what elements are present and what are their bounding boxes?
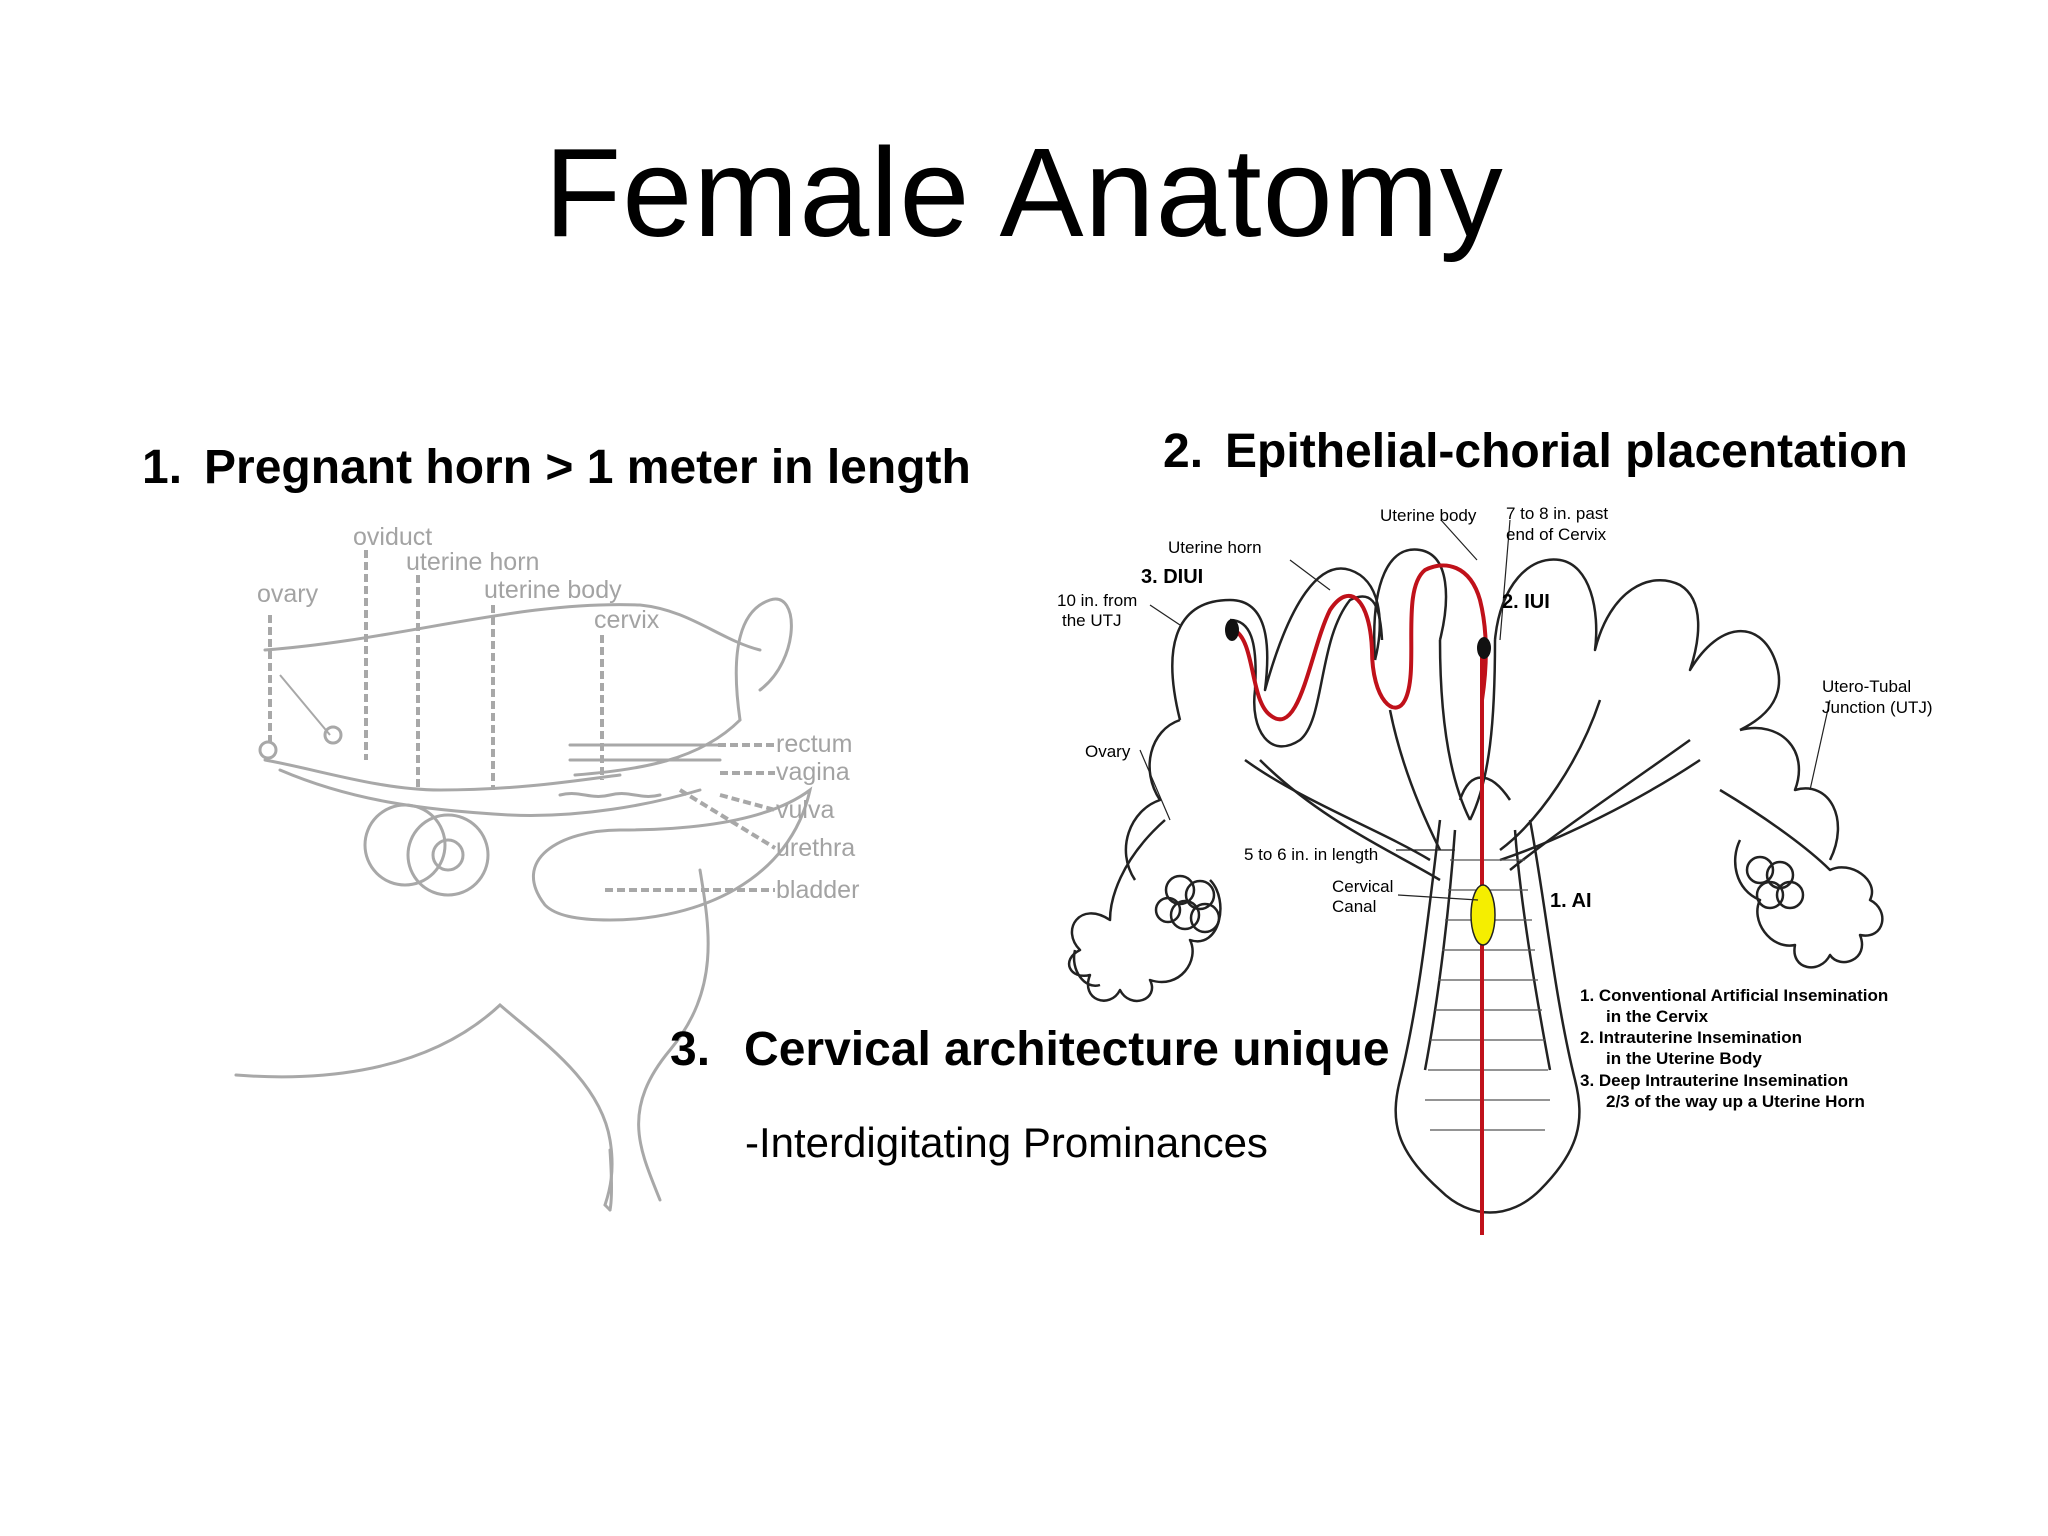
label-diui: 3. DIUI <box>1141 566 1203 588</box>
label-uterine-horn-r: Uterine horn <box>1168 538 1262 557</box>
point-3-text: Cervical architecture unique <box>744 1023 1390 1076</box>
legend-line-2: in the Cervix <box>1606 1007 1709 1026</box>
label-length: 5 to 6 in. in length <box>1244 845 1378 864</box>
label-vulva: vulva <box>776 796 834 824</box>
label-uterine-horn: uterine horn <box>406 548 539 576</box>
cervical-marker <box>1470 884 1496 946</box>
point-1: 1. Pregnant horn > 1 meter in length <box>142 440 971 495</box>
label-uterine-body: uterine body <box>484 576 622 604</box>
label-past-cervix-1: 7 to 8 in. past <box>1506 504 1608 523</box>
label-uterine-body-r: Uterine body <box>1380 506 1477 525</box>
label-canal-1: Cervical <box>1332 877 1393 896</box>
slide-title: Female Anatomy <box>544 122 1504 263</box>
legend-line-1: 1. Conventional Artificial Insemination <box>1580 986 1888 1005</box>
point-1-text: Pregnant horn > 1 meter in length <box>204 441 971 494</box>
label-from-utj-1: 10 in. from <box>1057 591 1137 610</box>
label-oviduct: oviduct <box>353 523 432 551</box>
label-utj-1: Utero-Tubal <box>1822 677 1911 696</box>
label-ovary: ovary <box>257 580 319 608</box>
legend-line-4: in the Uterine Body <box>1606 1049 1762 1068</box>
point-1-number: 1. <box>142 441 183 494</box>
label-ai: 1. AI <box>1550 890 1592 912</box>
point-2: 2. Epithelial-chorial placentation <box>1163 424 1908 479</box>
legend-line-5: 3. Deep Intrauterine Insemination <box>1580 1071 1848 1090</box>
label-vagina: vagina <box>776 758 850 786</box>
label-ovary-r: Ovary <box>1085 742 1131 761</box>
label-cervix: cervix <box>594 606 660 634</box>
label-iui: 2. IUI <box>1502 591 1550 613</box>
point-3: 3. Cervical architecture unique <box>670 1022 1390 1077</box>
label-canal-2: Canal <box>1332 897 1376 916</box>
point-2-text: Epithelial-chorial placentation <box>1225 425 1908 478</box>
iui-tip-marker <box>1477 637 1491 659</box>
label-from-utj-2: the UTJ <box>1062 611 1122 630</box>
point-2-number: 2. <box>1163 425 1204 478</box>
label-rectum: rectum <box>776 730 852 758</box>
label-past-cervix-2: end of Cervix <box>1506 525 1607 544</box>
point-3-number: 3. <box>670 1023 711 1076</box>
sub-point: -Interdigitating Prominances <box>745 1119 1268 1166</box>
diui-tip-marker <box>1225 619 1239 641</box>
label-utj-2: Junction (UTJ) <box>1822 698 1933 717</box>
label-urethra: urethra <box>776 834 855 862</box>
label-bladder: bladder <box>776 876 859 904</box>
legend-line-3: 2. Intrauterine Insemination <box>1580 1028 1802 1047</box>
legend-line-6: 2/3 of the way up a Uterine Horn <box>1606 1092 1865 1111</box>
